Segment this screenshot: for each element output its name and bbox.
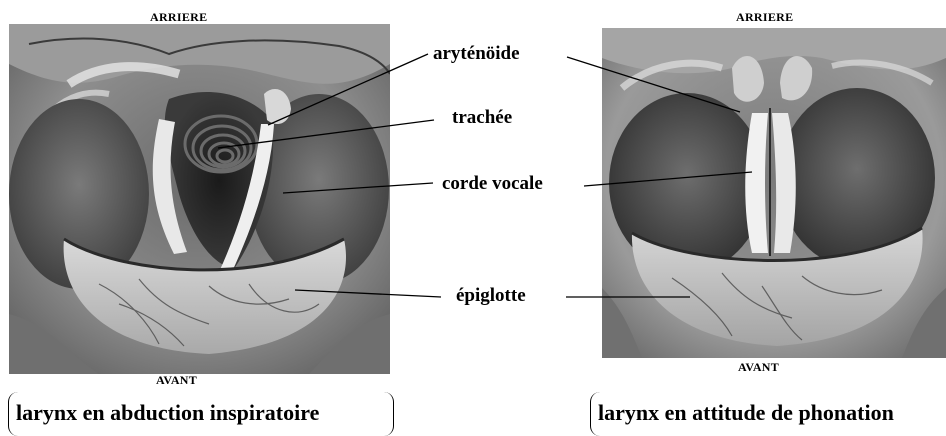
left-avant-label: AVANT (156, 373, 197, 388)
corde-vocale-label: corde vocale (442, 173, 543, 195)
left-caption: larynx en abduction inspiratoire (16, 400, 319, 426)
larynx-phonation-illustration (602, 28, 946, 358)
epiglotte-label: épiglotte (456, 285, 526, 307)
right-arriere-label: ARRIERE (736, 10, 793, 25)
right-avant-label: AVANT (738, 360, 779, 375)
left-arriere-label: ARRIERE (150, 10, 207, 25)
larynx-abduction-illustration (9, 24, 390, 374)
arytenoide-label: aryténöide (433, 43, 520, 65)
trachee-label: trachée (452, 107, 512, 129)
right-caption: larynx en attitude de phonation (598, 400, 894, 426)
